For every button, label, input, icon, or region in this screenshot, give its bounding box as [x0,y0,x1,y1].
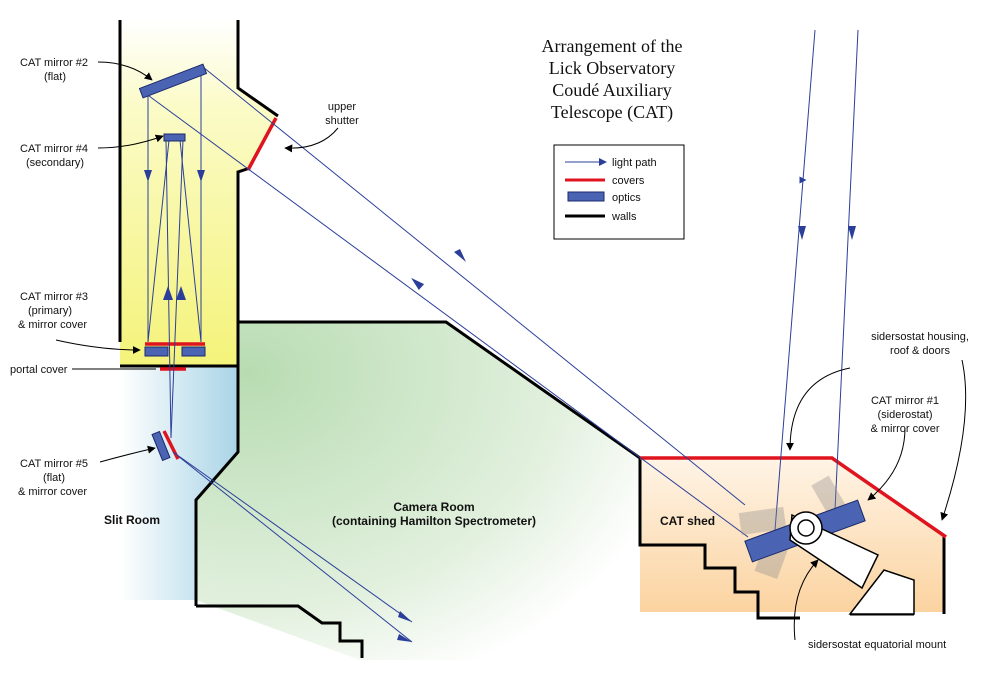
legend: light path covers optics walls [553,144,685,240]
label-cat4-a: CAT mirror #4 [20,143,88,155]
label-shutter-a: upper [328,101,356,113]
ray-to-flat-upper [202,66,746,506]
title-line-2: Lick Observatory [549,58,675,78]
label-camera-room-b: (containing Hamilton Spectrometer) [332,514,536,528]
legend-optics: optics [612,192,641,204]
legend-covers: covers [612,175,645,187]
light-paths [144,29,859,643]
leader-lines [55,61,967,641]
ray-arrows [144,170,856,642]
incoming-ray-left [774,29,816,531]
label-shutter-b: shutter [325,115,359,127]
label-housing-a: sidersostat housing, [871,331,969,343]
label-cat1-b: (siderostat) [877,409,932,421]
label-camera-room-a: Camera Room [393,500,474,514]
title-line-1: Arrangement of the [542,36,683,56]
label-cat1-c: & mirror cover [870,423,939,435]
cat-mirror-3-left [144,346,169,357]
label-mount: sidersostat equatorial mount [808,639,946,651]
cat-mirror-3-right [181,346,206,357]
label-cat2-b: (flat) [44,71,66,83]
incoming-ray-right [834,29,859,511]
ray-to-flat-lower [144,92,749,538]
upper-tower-fill [120,20,278,366]
label-cat5-a: CAT mirror #5 [20,458,88,470]
labels: CAT mirror #2 (flat) CAT mirror #4 (seco… [10,57,969,651]
label-housing-b: roof & doors [890,345,950,357]
legend-light-path: light path [612,157,657,169]
label-slit-room: Slit Room [104,513,160,527]
camera-room-fill [196,322,640,660]
label-cat2-a: CAT mirror #2 [20,57,88,69]
legend-walls: walls [611,211,637,223]
label-cat3-c: & mirror cover [18,319,87,331]
title-line-4: Telescope (CAT) [551,102,673,123]
title-line-3: Coudé Auxiliary [552,80,672,100]
label-cat3-b: (primary) [28,305,72,317]
label-cat5-c: & mirror cover [18,486,87,498]
siderostat-mount [789,511,915,615]
cat-mirror-5 [151,430,171,462]
label-cat-shed: CAT shed [660,514,715,528]
label-portal: portal cover [10,364,68,376]
label-cat1-a: CAT mirror #1 [871,395,939,407]
label-cat3-a: CAT mirror #3 [20,291,88,303]
label-cat5-b: (flat) [43,472,65,484]
slit-room-fill [120,366,238,600]
cat-mirror-4 [163,133,186,142]
cat-mirror-2 [138,63,208,99]
label-cat4-b: (secondary) [26,157,84,169]
diagram-title: Arrangement of the Lick Observatory Coud… [542,36,683,123]
legend-optics-swatch [567,191,605,202]
